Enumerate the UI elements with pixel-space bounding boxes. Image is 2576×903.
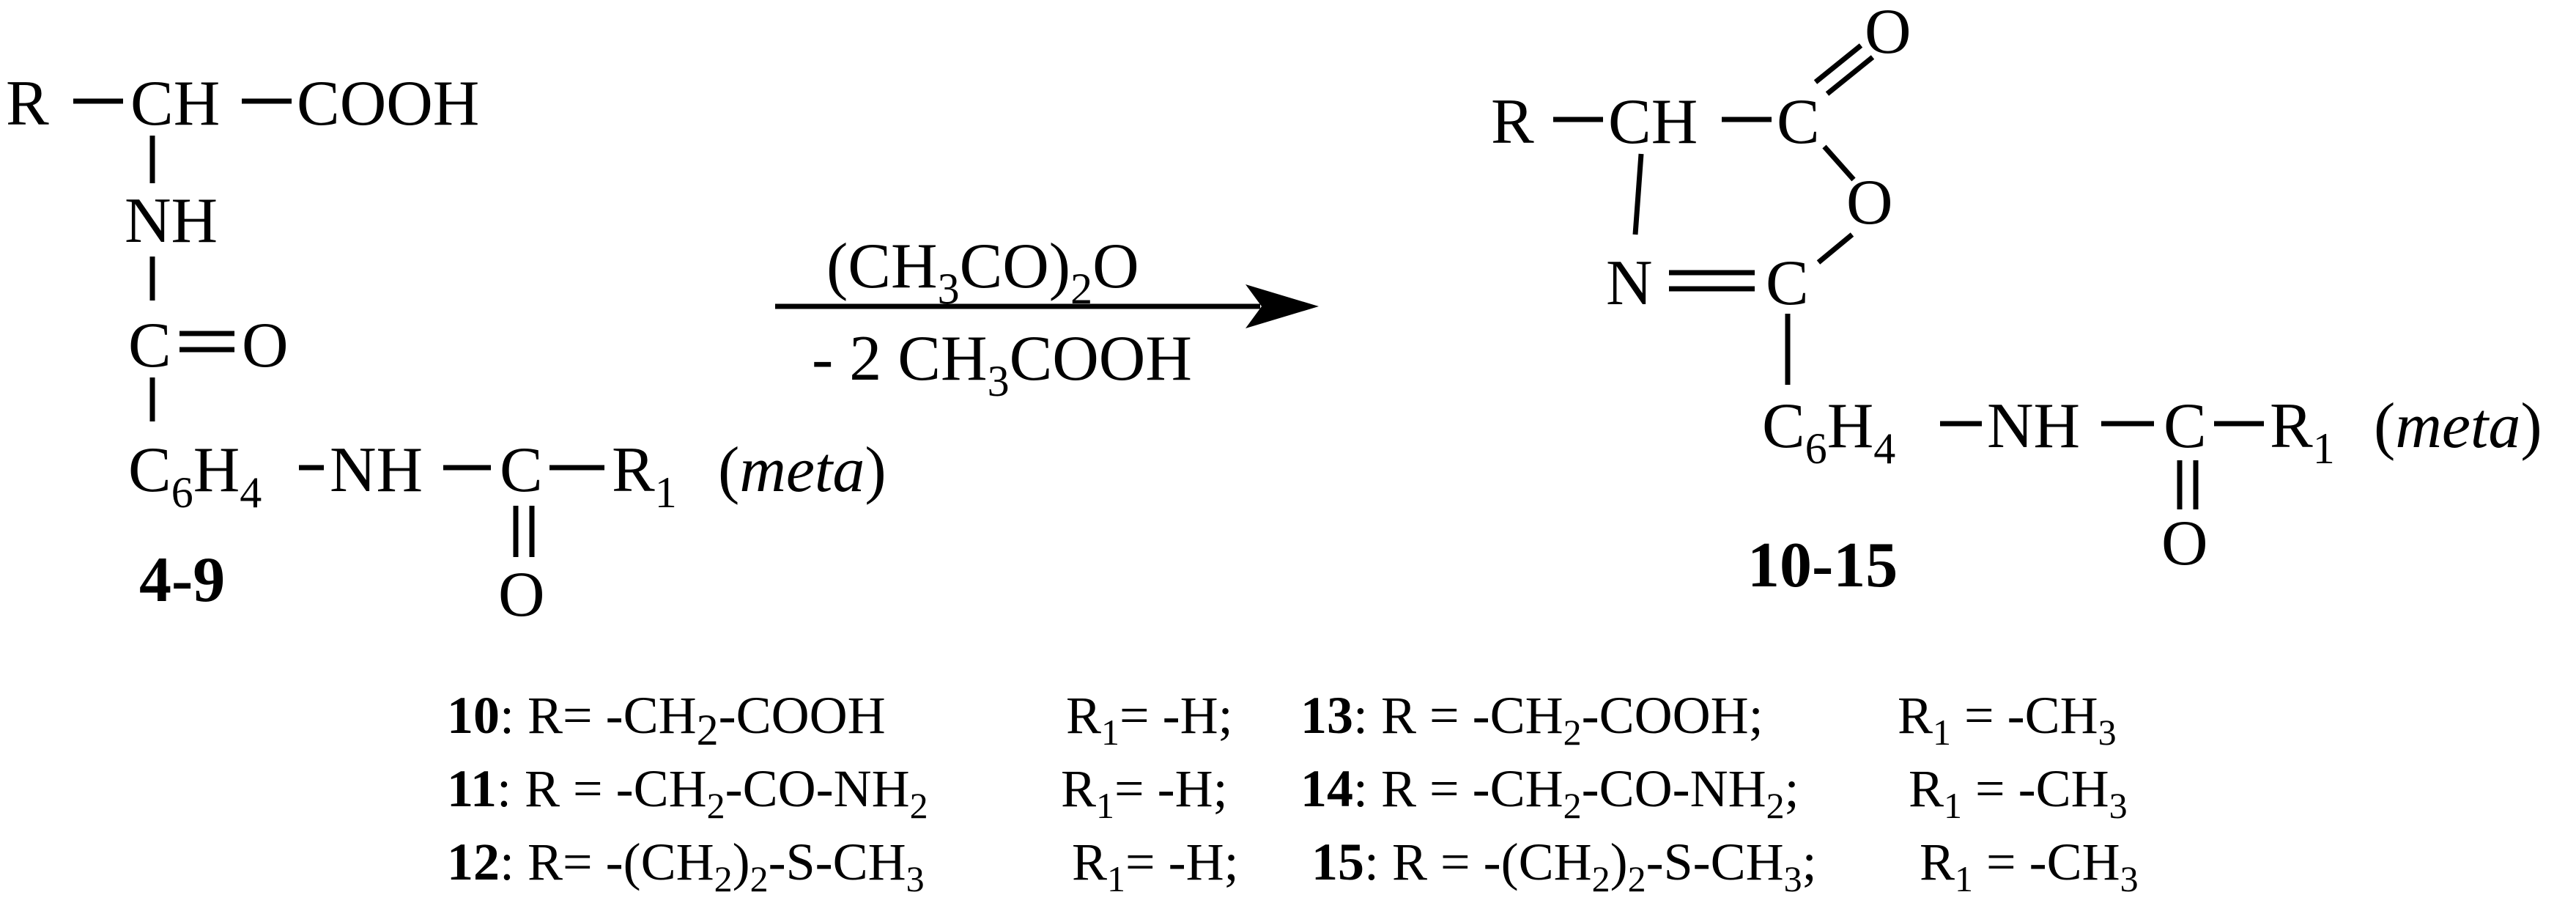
product-structure: R CH C O O N C C6H4 NH C R1 (meta) O	[1491, 0, 2542, 579]
legend-row-13: 13: R = -CH2-COOH;	[1300, 686, 1763, 753]
reactant-c-amide: C	[500, 435, 543, 506]
bond	[1822, 144, 1856, 182]
legend-r1-11: R1= -H;	[1061, 759, 1228, 826]
reactant-cooh: COOH	[297, 68, 479, 139]
reactant-label: 4-9	[139, 545, 225, 616]
product-c-amide: C	[2164, 391, 2207, 462]
product-nh: NH	[1987, 391, 2080, 462]
reactant-o-amide: O	[498, 559, 545, 630]
product-r: R	[1491, 86, 1534, 158]
legend-row-15: 15: R = -(CH2)2-S-CH3;	[1311, 833, 1817, 899]
reactant-o: O	[242, 310, 289, 381]
reagent-bottom: - 2 CH3COOH	[812, 323, 1192, 405]
reactant-r1: R1	[612, 435, 677, 517]
arrow-head	[1246, 284, 1319, 328]
legend-r1-12: R1= -H;	[1072, 833, 1239, 899]
product-ch: CH	[1608, 86, 1698, 158]
legend-r1-15: R1 = -CH3	[1920, 833, 2139, 899]
bond	[1632, 153, 1644, 235]
reactant-r: R	[6, 68, 49, 139]
product-o-ring: O	[1846, 167, 1893, 238]
product-c6h4: C6H4	[1762, 391, 1895, 473]
product-c-carbonyl: C	[1777, 86, 1820, 158]
reactant-meta: (meta)	[718, 435, 887, 506]
reactant-ch: CH	[130, 68, 220, 139]
product-meta: (meta)	[2374, 391, 2542, 462]
reagent-top: (CH3CO)2O	[826, 231, 1139, 313]
legend-row-14: 14: R = -CH2-CO-NH2;	[1300, 759, 1799, 826]
product-c-ring: C	[1766, 248, 1809, 319]
product-o-amide: O	[2161, 508, 2208, 579]
reactant-nh-amide: NH	[330, 435, 423, 506]
legend-row-12: 12: R= -(CH2)2-S-CH3	[447, 833, 925, 899]
legend-r1-14: R1 = -CH3	[1909, 759, 2128, 826]
double-bond	[1813, 43, 1863, 84]
double-bond	[1825, 55, 1875, 96]
legend-row-10: 10: R= -CH2-COOH	[447, 686, 886, 754]
legend-r1-13: R1 = -CH3	[1898, 686, 2117, 753]
reactant-c: C	[128, 310, 171, 381]
legend-r1-10: R1= -H;	[1066, 686, 1233, 753]
substituent-legend: 10: R= -CH2-COOH R1= -H; 13: R = -CH2-CO…	[447, 686, 2139, 899]
legend-row-11: 11: R = -CH2-CO-NH2	[447, 759, 928, 826]
reactant-structure: R CH COOH NH C O C6H4 NH C R1 (meta) O	[6, 68, 887, 630]
product-label: 10-15	[1747, 530, 1898, 601]
bond	[1816, 232, 1854, 265]
product-o-exo: O	[1865, 0, 1911, 67]
product-r1: R1	[2270, 391, 2335, 473]
reactant-nh: NH	[125, 185, 218, 257]
product-n: N	[1606, 248, 1653, 319]
reactant-c6h4: C6H4	[128, 435, 262, 517]
reaction-arrow: (CH3CO)2O - 2 CH3COOH	[775, 231, 1319, 405]
